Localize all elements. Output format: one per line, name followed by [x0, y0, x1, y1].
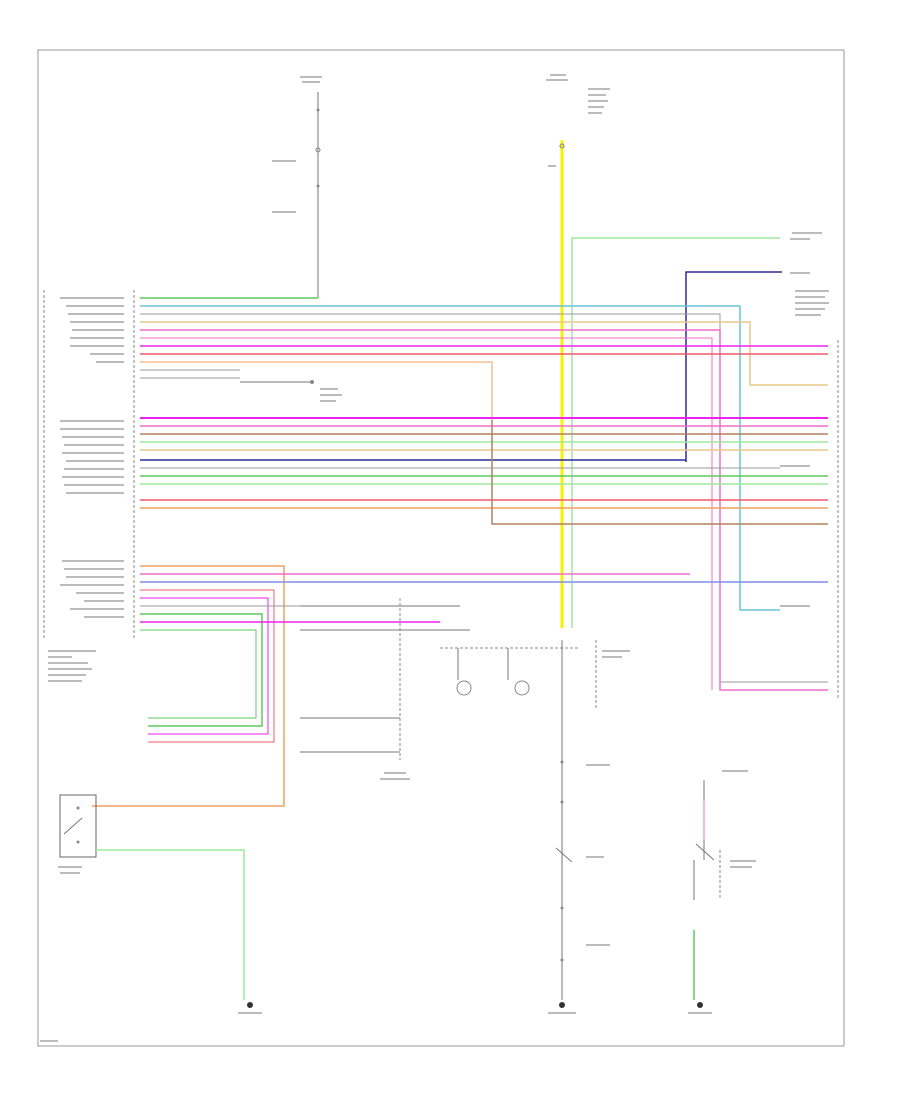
pcm-wire-runs [92, 297, 828, 807]
ground-symbol-right [688, 1002, 712, 1014]
pcm-connector-bracket [43, 290, 135, 640]
fuse-feed-left [272, 92, 321, 298]
ground-chain-center [555, 640, 610, 1000]
wire-green-top [571, 237, 780, 628]
switch-contacts-center [440, 640, 630, 710]
wire-blue-top [685, 271, 782, 462]
header-label-center [546, 74, 610, 114]
ground-symbol-left [238, 1002, 262, 1014]
pcm-pin-labels [48, 297, 124, 682]
ground-symbol-center [548, 1002, 576, 1014]
clockspring-connector [300, 598, 470, 780]
switch-assembly-left [58, 794, 245, 1000]
diagram-frame [37, 49, 845, 1047]
footer-mark [40, 1040, 58, 1042]
page-ref-top-right [792, 232, 822, 234]
right-connector-labels [780, 238, 839, 700]
wire-yellow-feed [548, 140, 565, 628]
ground-chain-right [693, 770, 756, 1000]
header-label-left [300, 76, 322, 83]
